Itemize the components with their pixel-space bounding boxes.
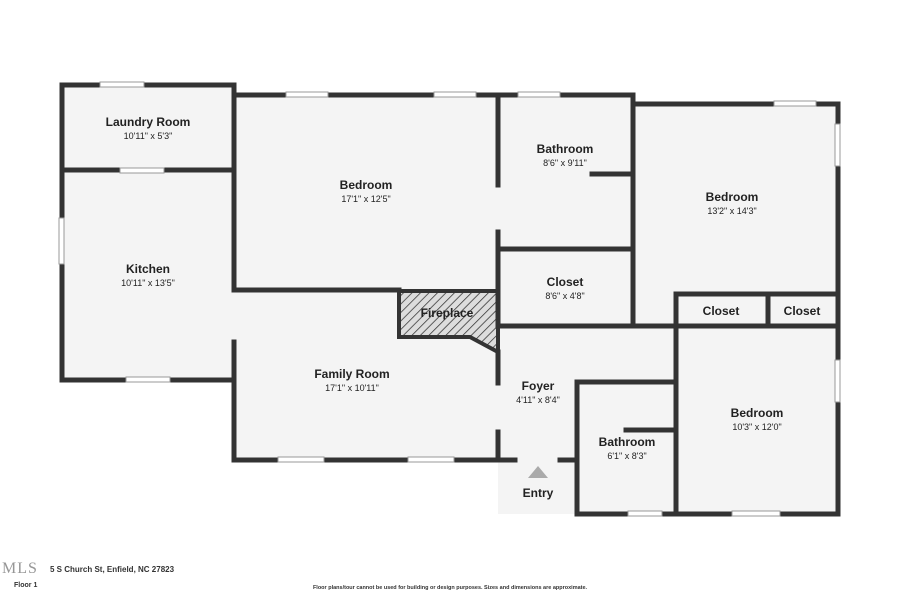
closet-1-label: Closet	[547, 275, 584, 289]
walls	[59, 82, 841, 517]
bathroom-2-label: Bathroom	[599, 435, 656, 449]
laundry-room-dim: 10'11" x 5'3"	[124, 131, 173, 141]
laundry-room-label: Laundry Room	[106, 115, 191, 129]
closet-1-dim: 8'6" x 4'8"	[545, 291, 584, 301]
family-room-label: Family Room	[314, 367, 389, 381]
fireplace-hatch	[397, 289, 500, 356]
foyer-label: Foyer	[522, 379, 555, 393]
disclaimer: Floor plans/tour cannot be used for buil…	[312, 585, 588, 591]
kitchen-dim: 10'11" x 13'5"	[121, 278, 175, 288]
fireplace-label: Fireplace	[421, 306, 474, 320]
foyer-dim: 4'11" x 8'4"	[516, 395, 560, 405]
room-labels: Laundry Room 10'11" x 5'3" Kitchen 10'11…	[106, 115, 821, 500]
bathroom-2-dim: 6'1" x 8'3"	[607, 451, 646, 461]
room-floors	[62, 85, 838, 514]
closet-2-label: Closet	[703, 304, 740, 318]
windows	[58, 81, 841, 517]
bedroom-1-dim: 17'1" x 12'5"	[341, 194, 390, 204]
bedroom-3-dim: 10'3" x 12'0"	[732, 422, 781, 432]
mls-watermark: MLS	[2, 560, 38, 577]
bathroom-1-dim: 8'6" x 9'11"	[543, 158, 587, 168]
bedroom-2-dim: 13'2" x 14'3"	[707, 206, 756, 216]
family-room-dim: 17'1" x 10'11"	[325, 383, 379, 393]
entry-arrow-icon	[528, 466, 548, 478]
bedroom-1-label: Bedroom	[340, 178, 393, 192]
address: 5 S Church St, Enfield, NC 27823	[50, 565, 175, 574]
floor-label: Floor 1	[14, 582, 38, 589]
bedroom-3-label: Bedroom	[731, 406, 784, 420]
kitchen-label: Kitchen	[126, 262, 170, 276]
entry-label: Entry	[523, 486, 554, 500]
bedroom-2-label: Bedroom	[706, 190, 759, 204]
closet-3-label: Closet	[784, 304, 821, 318]
bathroom-1-label: Bathroom	[537, 142, 594, 156]
